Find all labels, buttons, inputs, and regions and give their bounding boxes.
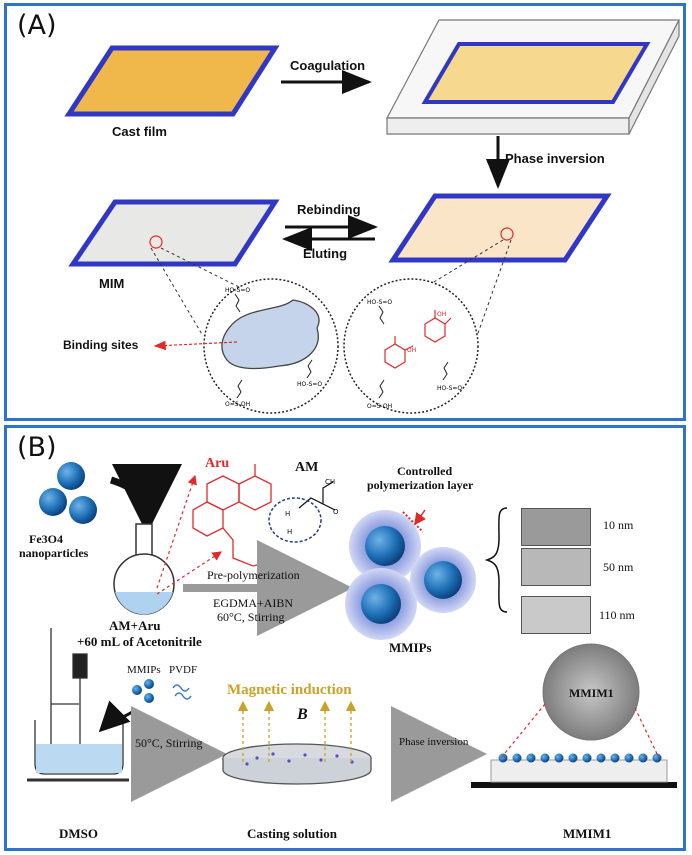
svg-text:O=S-OH: O=S-OH (225, 401, 250, 408)
am-molecule: CH O H H (285, 478, 339, 536)
svg-text:HO-S=O: HO-S=O (297, 381, 322, 388)
binding-site-zoom: HO-S=O O=S-OH HO-S=O (153, 278, 339, 414)
casting-solution-label: Casting solution (247, 826, 337, 841)
mmip-small (144, 679, 154, 689)
coagulation-label: Coagulation (290, 58, 366, 73)
temp-stirring-label: 60°C, Stirring (217, 610, 285, 624)
mmim1-membrane (471, 753, 677, 788)
panel-b-diagram: O H CH O H H (27, 462, 677, 802)
addition-arrow (109, 463, 182, 534)
mmim1-label: MMIM1 (563, 826, 612, 841)
rebinding-label: Rebinding (297, 202, 361, 217)
svg-text:O=S-OH: O=S-OH (367, 403, 392, 410)
imprinted-cavity (221, 299, 320, 370)
mmim1-sem-inset (542, 643, 640, 741)
controlled-label: Controlled (397, 464, 453, 478)
am-label: AM (295, 460, 319, 475)
imprinted-sheet (388, 193, 612, 263)
magnetic-induction-label: Magnetic induction (227, 682, 352, 698)
aru-label: Aru (205, 456, 230, 471)
polymerization-layer-label: polymerization layer (367, 478, 474, 492)
svg-text:CH: CH (325, 478, 335, 486)
mmip-small (132, 685, 142, 695)
pvdf-label: PVDF (169, 664, 198, 676)
am-aru-label: AM+Aru (109, 618, 161, 633)
imprinted-site-marker (500, 227, 514, 241)
imprinted-site-zoom: OH OH HO-S=O O=S-OH HO-S=O (343, 278, 479, 414)
tem-image-10nm (521, 508, 591, 546)
svg-text:OH: OH (407, 347, 416, 354)
mim-sheet (68, 199, 280, 267)
magnetic-field-symbol: B (297, 706, 308, 723)
acetonitrile-label: +60 mL of Acetonitrile (77, 634, 202, 649)
mmips-particles (345, 510, 476, 640)
mmips-label: MMIPs (389, 640, 432, 655)
svg-text:HO-S=O: HO-S=O (437, 385, 462, 392)
fe3o4-label: Fe3O4 (29, 532, 63, 546)
fe3o4-particle (39, 488, 67, 516)
panel-a-diagram: HO-S=O O=S-OH HO-S=O OH OH HO-S=O O=S-OH… (64, 19, 680, 414)
casting-dish (222, 743, 372, 785)
svg-text:HO-S=O: HO-S=O (225, 287, 250, 294)
mim-label: MIM (99, 276, 125, 291)
size-label: 50 nm (603, 560, 634, 574)
dmso-label: DMSO (59, 826, 98, 841)
binding-sites-pointer (153, 340, 238, 351)
panel-a-label: (A) (17, 10, 57, 41)
cast-film-label: Cast film (112, 124, 167, 139)
nanoparticles-label: nanoparticles (19, 546, 89, 560)
fe3o4-particle (69, 496, 97, 524)
hydrogen-bond-circle (268, 497, 322, 543)
svg-text:HO-S=O: HO-S=O (367, 299, 392, 306)
aru-molecule (192, 464, 298, 567)
mmim1-inset-label: MMIM1 (569, 686, 614, 700)
size-brace (484, 507, 508, 613)
size-label: 10 nm (603, 518, 634, 532)
svg-text:O: O (333, 508, 339, 516)
phase-inversion-label: Phase inversion (505, 151, 605, 166)
pre-polymerization-label: Pre-polymerization (207, 568, 300, 582)
binding-sites-label: Binding sites (63, 338, 139, 352)
coagulation-bath (386, 19, 680, 135)
tem-image-110nm (521, 596, 591, 634)
cast-film-sheet (64, 45, 280, 117)
svg-text:H: H (285, 510, 290, 518)
tem-image-50nm (521, 548, 591, 586)
fe3o4-particle (57, 462, 85, 490)
egdma-aibn-label: EGDMA+AIBN (213, 596, 294, 610)
reaction-flask (113, 523, 175, 615)
phase-inversion-b-label: Phase inversion (399, 736, 469, 748)
panel-b-label: (B) (17, 432, 57, 463)
mmip-small (144, 693, 154, 703)
mim-site-marker (149, 235, 163, 249)
panel-a: (A) (4, 3, 686, 421)
overhead-stirrer (27, 628, 129, 782)
panel-b: (B) O H (4, 425, 686, 851)
mmips-small-label: MMIPs (127, 664, 161, 676)
svg-text:OH: OH (437, 311, 446, 318)
eluting-label: Eluting (303, 246, 348, 261)
size-label: 110 nm (599, 608, 635, 622)
pvdf-strands (172, 684, 192, 700)
stirring-50-label: 50°C, Stirring (135, 736, 203, 750)
svg-text:H: H (287, 528, 292, 536)
